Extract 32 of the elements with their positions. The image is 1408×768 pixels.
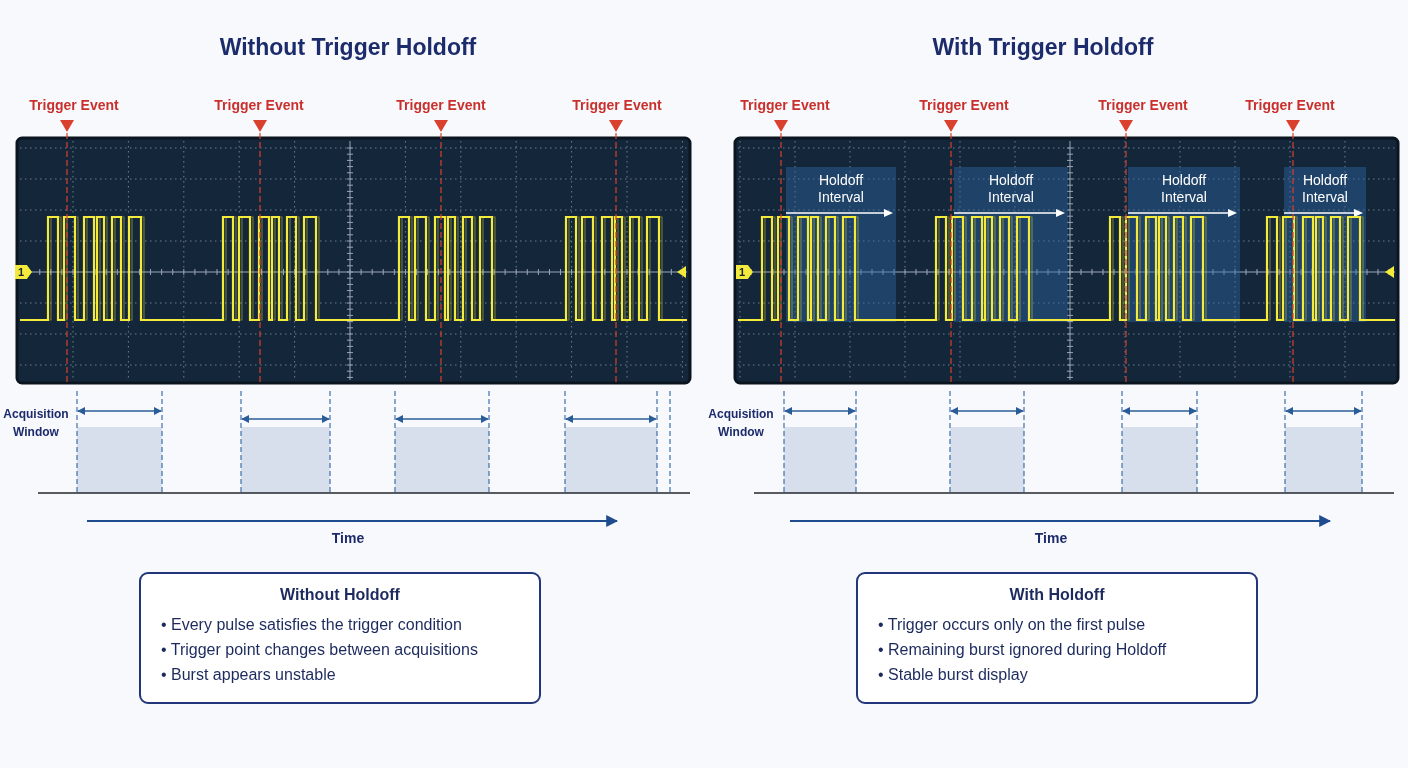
box-heading: With Holdoff bbox=[1009, 586, 1105, 604]
axis-label: Time bbox=[331, 530, 365, 546]
bullet-point: • Burst appears unstable bbox=[161, 665, 336, 685]
interval-label: Holdoff Interval bbox=[817, 172, 865, 206]
panel-heading: With Trigger Holdoff bbox=[932, 34, 1154, 61]
bullet-point: • Remaining burst ignored during Holdoff bbox=[878, 640, 1167, 660]
shaded-region bbox=[1284, 167, 1366, 322]
trigger-label: Trigger Event bbox=[919, 97, 1009, 113]
trigger-label: Trigger Event bbox=[29, 97, 119, 113]
summary-box bbox=[139, 572, 541, 704]
shaded-region bbox=[954, 167, 1068, 322]
bullet-point: • Stable burst display bbox=[878, 665, 1028, 685]
interval-label: Holdoff Interval bbox=[987, 172, 1035, 206]
shaded-region bbox=[786, 167, 896, 322]
trigger-label: Trigger Event bbox=[740, 97, 830, 113]
summary-box bbox=[856, 572, 1258, 704]
trigger-label: Trigger Event bbox=[1245, 97, 1335, 113]
trigger-label: Trigger Event bbox=[214, 97, 304, 113]
axis-label: Time bbox=[1034, 530, 1068, 546]
trigger-label: Trigger Event bbox=[1098, 97, 1188, 113]
bullet-point: • Trigger occurs only on the first pulse bbox=[878, 615, 1146, 635]
trigger-label: Trigger Event bbox=[572, 97, 662, 113]
interval-label: Holdoff Interval bbox=[1301, 172, 1349, 206]
shaded-region bbox=[1128, 167, 1240, 322]
row-label: Acquisition Window bbox=[707, 406, 775, 441]
box-heading: Without Holdoff bbox=[280, 586, 400, 604]
bullet-point: • Trigger point changes between acquisitions bbox=[161, 640, 478, 660]
row-label: Acquisition Window bbox=[2, 406, 70, 441]
interval-label: Holdoff Interval bbox=[1160, 172, 1208, 206]
bullet-point: • Every pulse satisfies the trigger condition bbox=[161, 615, 462, 635]
panel-heading: Without Trigger Holdoff bbox=[219, 34, 477, 61]
trigger-label: Trigger Event bbox=[396, 97, 486, 113]
